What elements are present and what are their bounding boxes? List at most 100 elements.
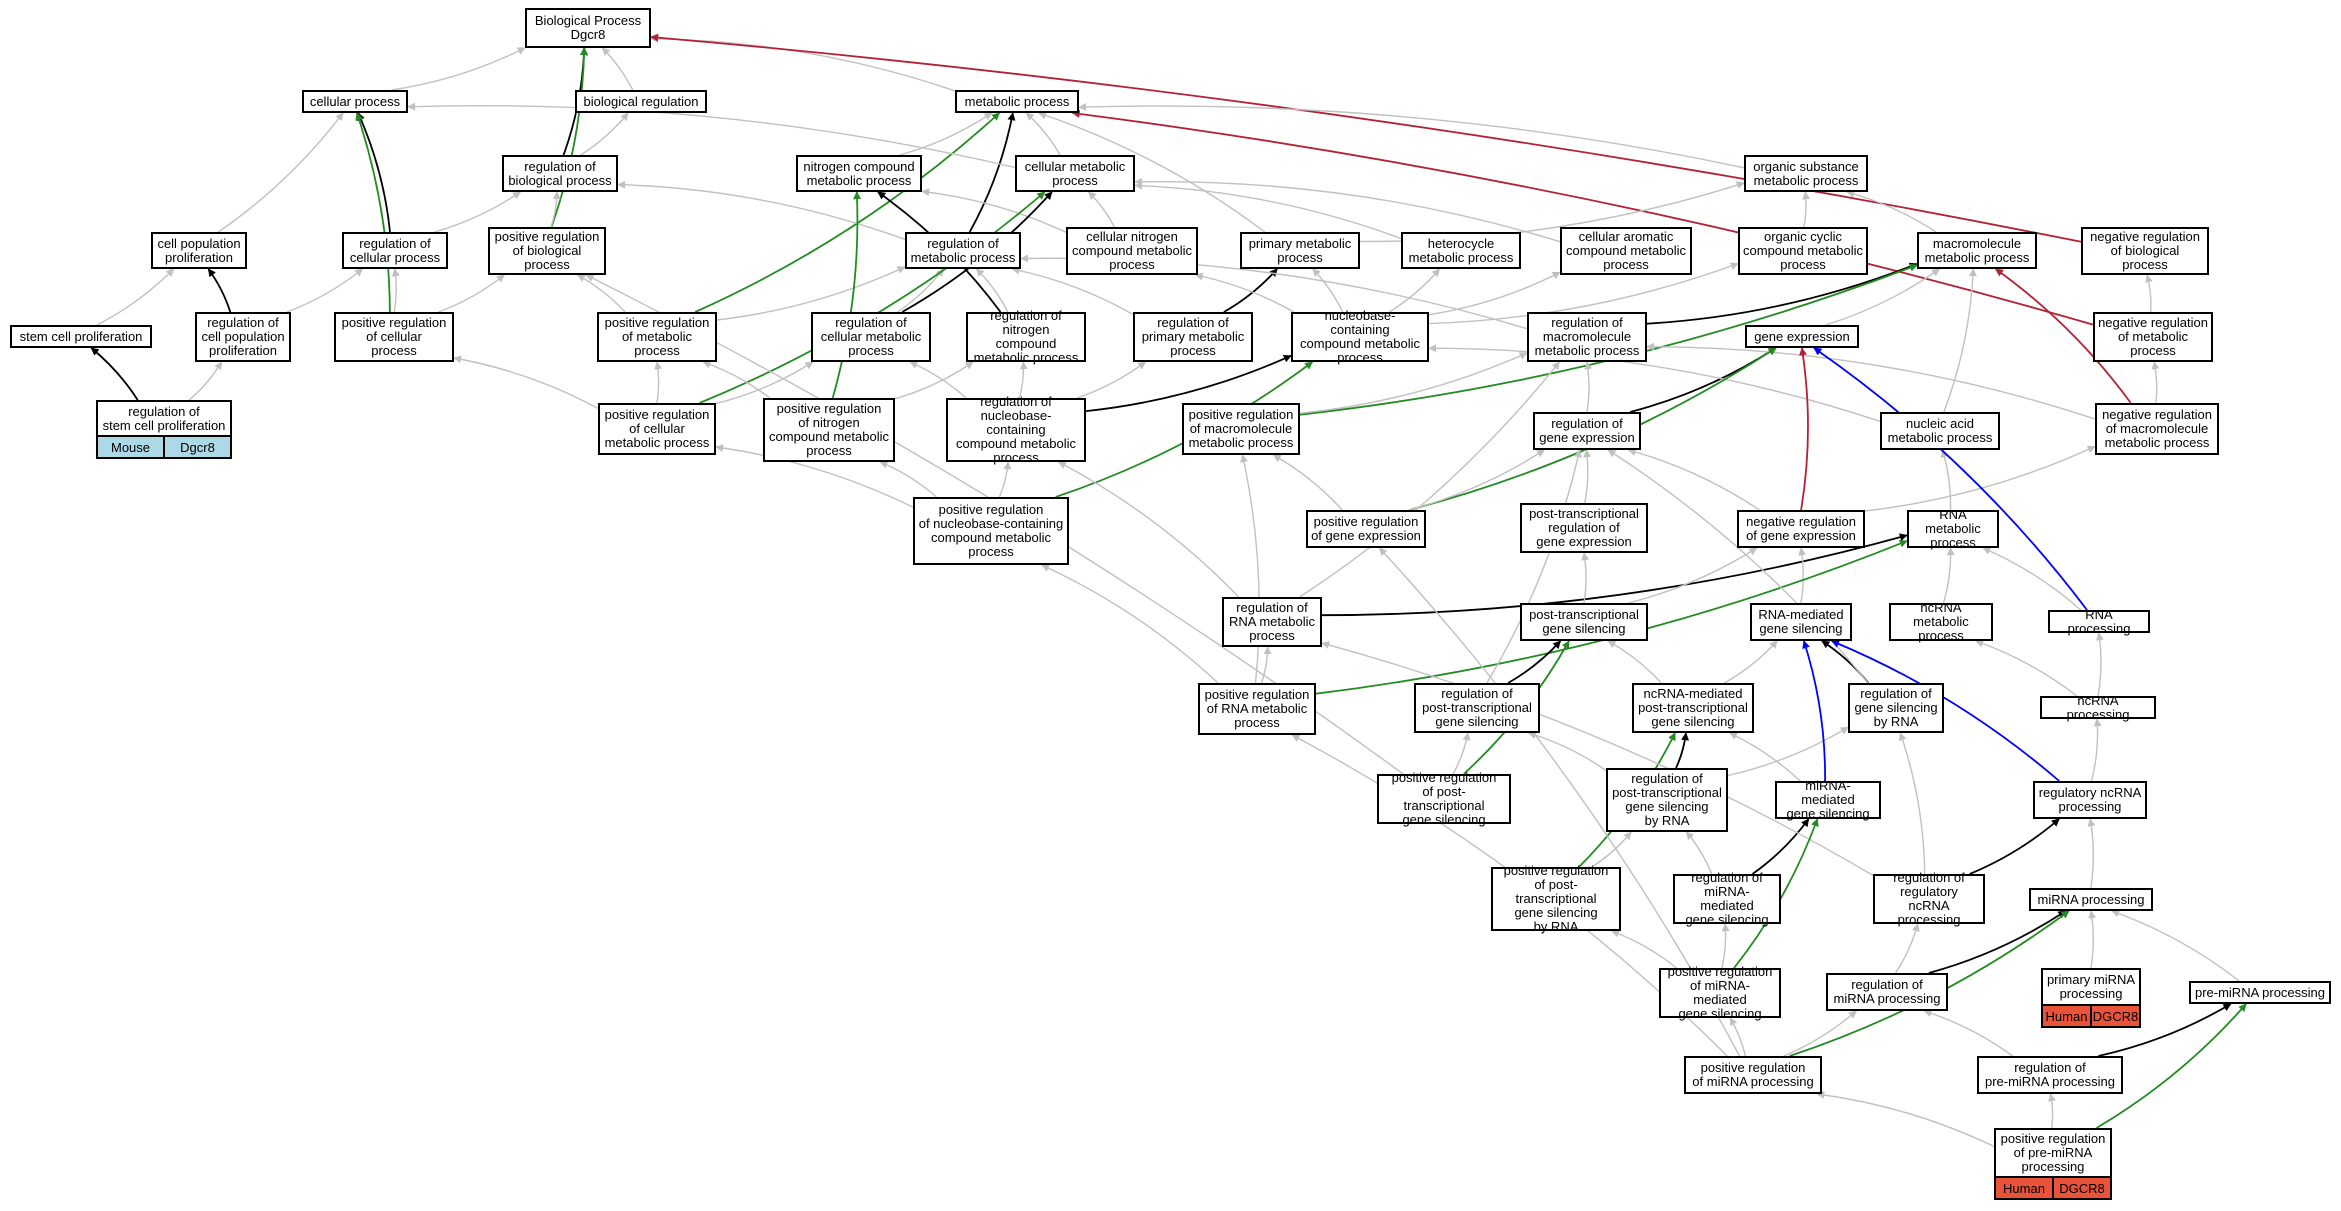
- term-cellular-process[interactable]: cellular process: [302, 90, 408, 113]
- term-pos-reg-metabolic-process[interactable]: positive regulation of metabolic process: [597, 312, 717, 362]
- edge-reg-ptgs-by-rna-to-reg-gs-by-rna: [1727, 726, 1849, 777]
- term-pos-reg-gene-expression[interactable]: positive regulation of gene expression: [1306, 510, 1426, 548]
- edge-neg-reg-metabolic-process-to-metabolic-process: [1071, 109, 2094, 326]
- term-neg-reg-macromolecule-mp[interactable]: negative regulation of macromolecule met…: [2095, 403, 2219, 455]
- term-reg-cellular-process[interactable]: regulation of cellular process: [342, 232, 448, 269]
- edge-nucleobase-cmp-to-heterocycle-mp: [1388, 268, 1440, 313]
- term-metabolic-process[interactable]: metabolic process: [955, 90, 1079, 113]
- edge-post-trans-reg-ge-to-reg-gene-expression: [1583, 449, 1592, 504]
- term-reg-mirna-mediated-gs[interactable]: regulation of miRNA-mediated gene silenc…: [1673, 871, 1781, 927]
- edge-pos-reg-nucleobase-cmp-to-pos-reg-nitrogen-cmp: [879, 461, 937, 498]
- term-pos-reg-pre-mirna-processing-annotated[interactable]: positive regulation of pre-miRNA process…: [1994, 1128, 2112, 1200]
- edge-regulatory-ncrna-processing-to-ncrna-processing: [2090, 718, 2102, 782]
- term-rna-mediated-gs[interactable]: RNA-mediated gene silencing: [1750, 603, 1852, 641]
- edge-cellular-mp-to-metabolic-process: [1025, 112, 1061, 156]
- term-reg-gs-by-rna[interactable]: regulation of gene silencing by RNA: [1848, 683, 1944, 733]
- edge-pos-reg-cellular-mp-to-cellular-mp: [699, 191, 1046, 404]
- term-ncrna-mp[interactable]: ncRNA metabolic process: [1889, 601, 1993, 643]
- term-reg-regulatory-ncrna-processing[interactable]: regulation of regulatory ncRNA processin…: [1873, 871, 1985, 927]
- term-gene-expression[interactable]: gene expression: [1745, 325, 1859, 348]
- term-nucleobase-cmp[interactable]: nucleobase-containing compound metabolic…: [1291, 309, 1429, 365]
- term-reg-macromolecule-mp[interactable]: regulation of macromolecule metabolic pr…: [1527, 312, 1647, 362]
- edge-reg-cellular-process-to-reg-bio-process: [434, 191, 522, 233]
- edge-rna-mp-to-nucleic-acid-mp: [1940, 449, 1952, 511]
- edge-reg-gene-expression-to-reg-macromolecule-mp: [1584, 361, 1593, 413]
- term-macromolecule-mp[interactable]: macromolecule metabolic process: [1917, 232, 2037, 269]
- term-rna-processing[interactable]: RNA processing: [2048, 607, 2150, 635]
- term-cell-pop-prolif[interactable]: cell population proliferation: [151, 232, 247, 269]
- term-pos-reg-nucleobase-cmp[interactable]: positive regulation of nucleobase-contai…: [913, 497, 1069, 565]
- edge-reg-ptgs-by-rna-to-ncrna-mediated-ptgs: [1675, 732, 1690, 769]
- term-pos-reg-bio-process[interactable]: positive regulation of biological proces…: [488, 227, 606, 275]
- term-reg-nucleobase-cmp[interactable]: regulation of nucleobase-containing comp…: [946, 395, 1086, 465]
- edge-reg-cell-pop-prolif-to-reg-cellular-process: [286, 268, 364, 313]
- term-reg-mirna-processing[interactable]: regulation of miRNA processing: [1826, 973, 1948, 1011]
- term-post-trans-reg-ge[interactable]: post-transcriptional regulation of gene …: [1520, 503, 1648, 553]
- term-pos-reg-ptgs-by-rna[interactable]: positive regulation of post-transcriptio…: [1491, 864, 1621, 934]
- edge-pos-reg-cellular-mp-to-pos-reg-cellular-process: [453, 355, 599, 410]
- edge-rna-processing-to-gene-expression: [1813, 347, 2088, 611]
- term-post-trans-gene-silencing[interactable]: post-transcriptional gene silencing: [1520, 603, 1648, 641]
- term-pos-reg-mirna-processing[interactable]: positive regulation of miRNA processing: [1684, 1056, 1822, 1094]
- term-pos-reg-nitrogen-cmp[interactable]: positive regulation of nitrogen compound…: [763, 398, 895, 462]
- term-pos-reg-cellular-process[interactable]: positive regulation of cellular process: [334, 312, 454, 362]
- term-nitrogen-compound-mp[interactable]: nitrogen compound metabolic process: [796, 155, 922, 192]
- term-mirna-processing[interactable]: miRNA processing: [2029, 888, 2153, 911]
- edge-nucleic-acid-mp-to-nucleobase-cmp: [1428, 344, 1881, 422]
- term-bp[interactable]: Biological Process Dgcr8: [525, 8, 651, 48]
- edge-reg-regulatory-ncrna-processing-to-reg-gs-by-rna: [1898, 732, 1926, 875]
- term-ncrna-processing[interactable]: ncRNA processing: [2040, 693, 2156, 721]
- edge-reg-stem-cell-prolif-to-stem-cell-prolif: [90, 347, 139, 401]
- term-organic-substance-mp[interactable]: organic substance metabolic process: [1744, 155, 1868, 192]
- edge-reg-rna-mp-to-reg-macromolecule-mp: [1299, 361, 1560, 598]
- term-pos-reg-mirna-mediated-gs[interactable]: positive regulation of miRNA-mediated ge…: [1659, 965, 1781, 1021]
- term-pos-reg-pre-mirna-processing[interactable]: positive regulation of pre-miRNA process…: [1994, 1128, 2112, 1178]
- term-reg-cell-pop-prolif[interactable]: regulation of cell population proliferat…: [195, 312, 291, 362]
- term-reg-gene-expression[interactable]: regulation of gene expression: [1533, 412, 1641, 450]
- term-organic-cyclic-cmp[interactable]: organic cyclic compound metabolic proces…: [1738, 227, 1868, 275]
- edge-pos-reg-pre-mirna-processing-to-pos-reg-mirna-processing: [1816, 1090, 1995, 1148]
- term-primary-mp[interactable]: primary metabolic process: [1240, 232, 1360, 269]
- term-ncrna-mediated-ptgs[interactable]: ncRNA-mediated post-transcriptional gene…: [1632, 683, 1754, 733]
- term-reg-cellular-mp[interactable]: regulation of cellular metabolic process: [811, 312, 931, 362]
- term-neg-reg-bio-process[interactable]: negative regulation of biological proces…: [2081, 227, 2209, 275]
- term-reg-nitrogen-cmp[interactable]: regulation of nitrogen compound metaboli…: [966, 309, 1086, 365]
- term-reg-post-trans-gs[interactable]: regulation of post-transcriptional gene …: [1414, 683, 1540, 733]
- edge-cellular-aromatic-cmp-to-cellular-mp: [1134, 177, 1561, 243]
- term-neg-reg-metabolic-process[interactable]: negative regulation of metabolic process: [2093, 312, 2213, 362]
- term-reg-bio-process[interactable]: regulation of biological process: [502, 155, 618, 192]
- term-neg-reg-gene-expression[interactable]: negative regulation of gene expression: [1737, 510, 1865, 548]
- term-heterocycle-mp[interactable]: heterocycle metabolic process: [1401, 232, 1521, 269]
- term-mirna-mediated-gs[interactable]: miRNA-mediated gene silencing: [1775, 779, 1881, 821]
- edge-nucleobase-cmp-to-organic-cyclic-cmp: [1428, 262, 1739, 325]
- term-pos-reg-rna-mp[interactable]: positive regulation of RNA metabolic pro…: [1198, 683, 1316, 735]
- term-biological-regulation[interactable]: biological regulation: [575, 90, 707, 113]
- term-cellular-nitrogen-cmp[interactable]: cellular nitrogen compound metabolic pro…: [1066, 227, 1198, 275]
- term-rna-mp[interactable]: RNA metabolic process: [1907, 508, 1999, 550]
- term-stem-cell-prolif[interactable]: stem cell proliferation: [10, 325, 152, 348]
- term-reg-ptgs-by-rna[interactable]: regulation of post-transcriptional gene …: [1606, 768, 1728, 832]
- term-pos-reg-cellular-mp[interactable]: positive regulation of cellular metaboli…: [598, 403, 716, 455]
- edge-pos-reg-nucleobase-cmp-to-pos-reg-cellular-mp: [715, 444, 914, 508]
- edge-mirna-processing-to-regulatory-ncrna-processing: [2087, 818, 2096, 889]
- term-pre-mirna-processing[interactable]: pre-miRNA processing: [2189, 981, 2331, 1004]
- term-reg-primary-mp[interactable]: regulation of primary metabolic process: [1133, 312, 1253, 362]
- term-reg-stem-cell-prolif[interactable]: regulation of stem cell proliferation: [96, 400, 232, 437]
- term-reg-rna-mp[interactable]: regulation of RNA metabolic process: [1222, 597, 1322, 647]
- term-cellular-mp[interactable]: cellular metabolic process: [1015, 155, 1135, 192]
- term-primary-mirna-processing[interactable]: primary miRNA processing: [2041, 968, 2141, 1006]
- term-reg-metabolic-process[interactable]: regulation of metabolic process: [905, 232, 1021, 269]
- term-cellular-aromatic-cmp[interactable]: cellular aromatic compound metabolic pro…: [1560, 227, 1692, 275]
- term-nucleic-acid-mp[interactable]: nucleic acid metabolic process: [1880, 412, 2000, 450]
- edge-reg-metabolic-process-to-reg-bio-process: [617, 180, 906, 241]
- edge-macromolecule-mp-to-organic-substance-mp: [1846, 190, 1937, 233]
- edge-heterocycle-mp-to-cellular-mp: [1134, 181, 1402, 240]
- term-reg-pre-mirna-processing[interactable]: regulation of pre-miRNA processing: [1977, 1056, 2123, 1094]
- term-regulatory-ncrna-processing[interactable]: regulatory ncRNA processing: [2033, 781, 2147, 819]
- edge-pos-reg-mirna-mediated-gs-to-reg-mirna-mediated-gs: [1721, 923, 1730, 969]
- term-pos-reg-macromolecule-mp[interactable]: positive regulation of macromolecule met…: [1182, 403, 1300, 455]
- edge-organic-substance-mp-to-metabolic-process: [1078, 102, 1745, 169]
- term-pos-reg-ptgs[interactable]: positive regulation of post-transcriptio…: [1377, 771, 1511, 827]
